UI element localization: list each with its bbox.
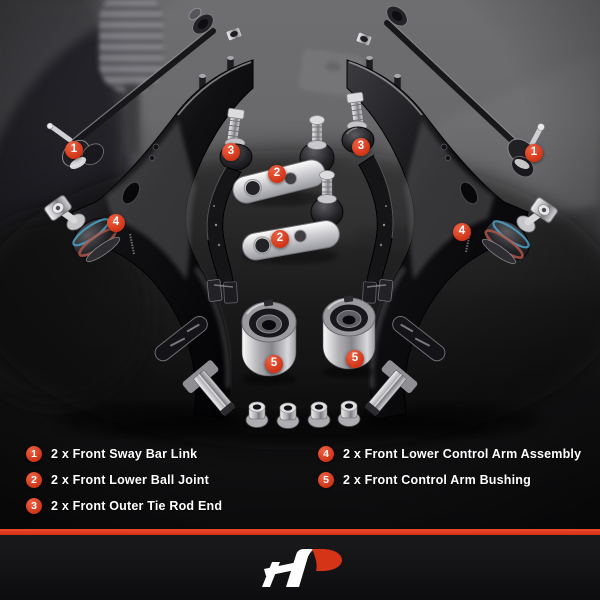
footer bbox=[0, 535, 600, 600]
clamp-fork bbox=[362, 279, 394, 304]
hex-stud bbox=[364, 360, 418, 417]
legend: 1 2 x Front Sway Bar Link 2 2 x Front Lo… bbox=[0, 440, 600, 529]
legend-left-column: 1 2 x Front Sway Bar Link 2 2 x Front Lo… bbox=[26, 441, 222, 519]
red-divider bbox=[0, 529, 600, 535]
legend-label: 2 x Front Lower Control Arm Assembly bbox=[343, 447, 582, 461]
legend-item-outer-tie-rod-end: 3 2 x Front Outer Tie Rod End bbox=[26, 493, 222, 519]
legend-label: 2 x Front Control Arm Bushing bbox=[343, 473, 531, 487]
legend-badge-3: 3 bbox=[26, 498, 42, 514]
legend-item-lower-control-arm: 4 2 x Front Lower Control Arm Assembly bbox=[318, 441, 581, 467]
legend-right-column: 4 2 x Front Lower Control Arm Assembly 5… bbox=[318, 441, 581, 493]
control-arm-left bbox=[44, 56, 254, 436]
legend-badge-1: 1 bbox=[26, 446, 42, 462]
link-nut bbox=[225, 27, 243, 41]
legend-label: 2 x Front Lower Ball Joint bbox=[51, 473, 209, 487]
legend-badge-5: 5 bbox=[318, 472, 334, 488]
legend-label: 2 x Front Sway Bar Link bbox=[51, 447, 198, 461]
legend-item-lower-ball-joint: 2 2 x Front Lower Ball Joint bbox=[26, 467, 222, 493]
arm-ball-joint bbox=[44, 195, 121, 263]
flange-nuts bbox=[245, 400, 361, 429]
background-photo bbox=[0, 0, 600, 535]
clamp-fork bbox=[206, 279, 238, 304]
arm-ball-joint bbox=[481, 197, 558, 265]
stamped-slot bbox=[392, 315, 446, 362]
legend-badge-4: 4 bbox=[318, 446, 334, 462]
legend-item-control-arm-bushing: 5 2 x Front Control Arm Bushing bbox=[318, 467, 581, 493]
legend-label: 2 x Front Outer Tie Rod End bbox=[51, 499, 223, 513]
ball-joint-lower bbox=[241, 170, 344, 264]
legend-badge-2: 2 bbox=[26, 472, 42, 488]
parts-photo-scene bbox=[0, 0, 600, 535]
link-nut bbox=[355, 32, 373, 46]
hex-stud bbox=[182, 360, 236, 417]
bushing-left bbox=[241, 299, 297, 385]
a-premium-brand-logo-icon bbox=[262, 548, 342, 587]
control-arm-right bbox=[346, 56, 558, 436]
legend-item-sway-bar-link: 1 2 x Front Sway Bar Link bbox=[26, 441, 222, 467]
stamped-slot bbox=[154, 315, 208, 362]
